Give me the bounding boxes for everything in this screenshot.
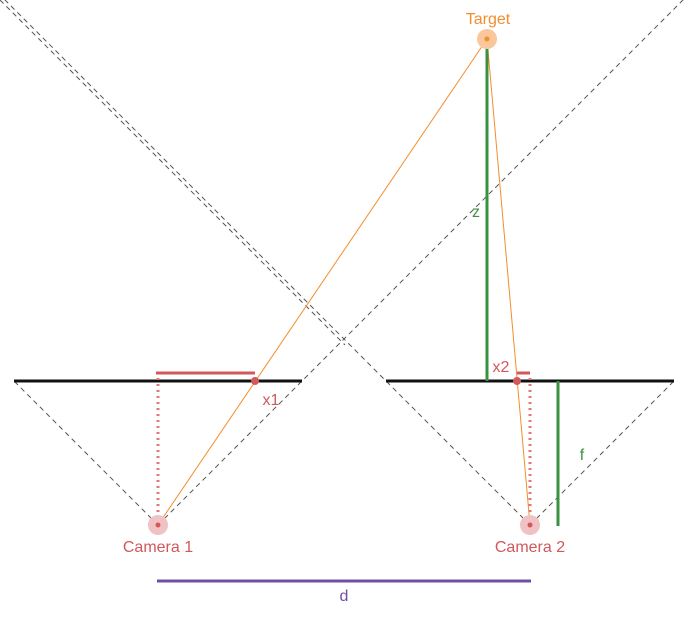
z-label: z (472, 204, 480, 221)
camera-1-frustum-right-edge (157, 0, 684, 526)
f-label: f (580, 447, 585, 464)
camera-1-point (155, 522, 161, 528)
target-point (484, 36, 490, 42)
x1-label: x1 (263, 392, 280, 409)
camera-1-frustum-left-edge (13, 380, 159, 526)
camera-2-frustum-left-edge (4, 0, 531, 526)
camera-1-frustum-top-left (0, 0, 346, 346)
x2-point (513, 377, 521, 385)
d-label: d (340, 588, 349, 605)
ray-target-to-camera-2 (486, 38, 531, 526)
camera-2-frustum (4, 0, 675, 526)
camera-1-label: Camera 1 (123, 539, 193, 556)
camera-2-label: Camera 2 (495, 539, 565, 556)
x1-point (251, 377, 259, 385)
x2-label: x2 (493, 359, 510, 376)
camera-2-point (527, 522, 533, 528)
ray-target-to-camera-1 (157, 38, 488, 526)
target-label: Target (466, 11, 511, 28)
camera-2-frustum-right-edge (529, 380, 675, 526)
camera-1-frustum (0, 0, 684, 526)
